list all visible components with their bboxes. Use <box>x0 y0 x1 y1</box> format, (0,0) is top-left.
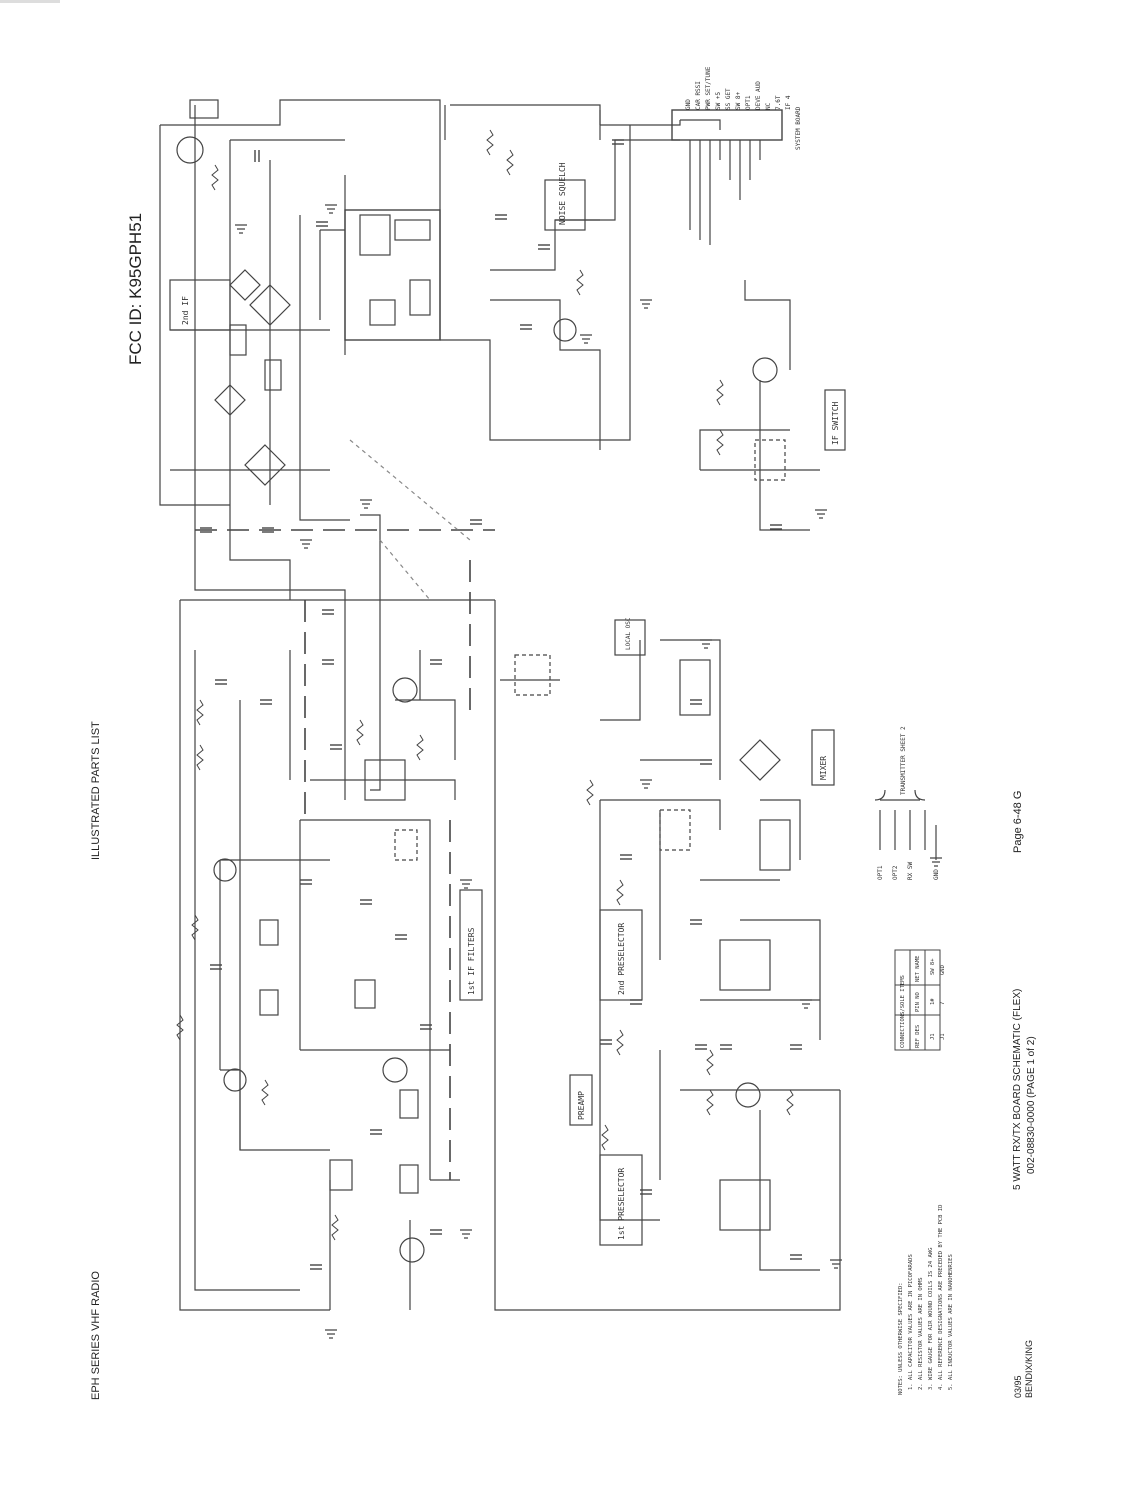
j2-pin-10: IF 4 <box>785 95 792 110</box>
j2-pin-7: DEVE AUD <box>755 81 762 110</box>
table-cell-1-0: J1 <box>940 1033 946 1040</box>
note-4: 4. ALL REFERENCE DESIGNATIONS ARE PRECED… <box>938 1205 944 1390</box>
note-5: 5. ALL INDUCTOR VALUES ARE IN NANOHENRIE… <box>948 1254 954 1390</box>
second-preselector-box <box>599 909 643 1001</box>
scan-artifact <box>0 0 60 3</box>
j2-pin-6: OPT1 <box>745 95 752 110</box>
dotted-shield <box>349 439 471 601</box>
table-header-0: REF DES <box>915 1025 921 1048</box>
j2-pin-0: GND <box>685 99 692 110</box>
mixer-box <box>811 729 835 786</box>
opt-label-0: OPT1 <box>877 865 884 880</box>
table-title: CONNECTIONS/SOLE ITEMS <box>900 975 906 1048</box>
squelch-box <box>544 179 586 231</box>
j2-pin-5: SW 8+ <box>735 92 742 110</box>
label-second-if: 2nd IF <box>181 296 190 325</box>
label-first-if-filters: 1st IF FILTERS <box>467 927 476 995</box>
j2-pin-1: CAR RSSI <box>695 81 702 110</box>
opt-label-3: GND <box>933 869 940 880</box>
if-filter-blocks <box>259 829 419 1194</box>
label-first-preselector: 1st PRESELECTOR <box>617 1168 626 1240</box>
note-2: 2. ALL RESISTOR VALUES ARE IN OHMS <box>918 1277 924 1390</box>
j2-pin-labels: GND CAR RSSI PWR SET/TUNE SW +5 SS GET S… <box>685 66 792 110</box>
j2-pin-4: SS GET <box>725 88 732 110</box>
jumper-box <box>189 99 219 119</box>
block-labels: 2nd IF NOISE SQUELCH IF SWITCH 1st IF FI… <box>181 106 907 1240</box>
if-ic <box>344 209 441 341</box>
j2-pin-3: SW +5 <box>715 92 722 110</box>
label-squelch: NOISE SQUELCH <box>558 162 567 225</box>
opt-labels: OPT1 OPT2 RX SW GND <box>877 862 940 880</box>
label-second-preselector: 2nd PRESELECTOR <box>617 923 626 995</box>
label-if-switch: IF SWITCH <box>831 401 840 445</box>
j2-pin-9: 7.6T <box>775 95 782 110</box>
table-cell-1-2: GND <box>940 965 946 975</box>
block-boxes <box>169 99 846 1246</box>
opt-lines <box>874 789 937 860</box>
notes-heading: NOTES: UNLESS OTHERWISE SPECIFIED: <box>898 1282 904 1395</box>
preamp-box <box>569 1074 593 1126</box>
ground-symbols <box>235 204 942 1339</box>
crystal-filters <box>214 269 291 486</box>
first-if-filters-box <box>459 889 483 1001</box>
shield-lines <box>195 529 495 1180</box>
table-header-2: NET NAME <box>915 956 921 983</box>
table-cell-0-2: SW 8+ <box>930 958 936 975</box>
j2-pin-8: NC <box>765 102 772 110</box>
j2-connector <box>671 109 783 245</box>
second-if-box <box>169 279 231 331</box>
wiring <box>159 99 841 1311</box>
label-local-osc: LOCAL OSC <box>625 617 632 650</box>
opt-label-1: OPT2 <box>892 865 899 880</box>
label-preamp: PREAMP <box>577 1091 586 1120</box>
label-mixer: MIXER <box>819 756 828 780</box>
connection-table-grid <box>894 949 941 1051</box>
label-transmitter-sheet: TRANSMITTER SHEET 2 <box>900 726 907 795</box>
label-system-board: SYSTEM BOARD <box>795 106 802 150</box>
first-preselector-box <box>599 1154 643 1246</box>
table-cell-1-1: 7 <box>940 1002 946 1005</box>
j2-pin-2: PWR SET/TUNE <box>705 66 712 110</box>
if-switch-box <box>824 389 846 451</box>
transistors <box>176 136 778 1263</box>
transformers <box>364 439 791 871</box>
resistors <box>176 129 794 1241</box>
opt-label-2: RX SW <box>907 862 914 880</box>
table-cell-0-1: 1# <box>930 998 936 1005</box>
table-cell-0-0: J1 <box>930 1033 936 1040</box>
note-3: 3. WIRE GAUGE FOR AIR WOUND COILS IS 24 … <box>928 1248 934 1390</box>
table-header-1: PIN NO <box>915 992 921 1012</box>
preselector-coils <box>719 739 781 1231</box>
note-1: 1. ALL CAPACITOR VALUES ARE IN PICOFARAD… <box>908 1254 914 1390</box>
connection-table: CONNECTIONS/SOLE ITEMS REF DES PIN NO NE… <box>900 956 946 1049</box>
notes: NOTES: UNLESS OTHERWISE SPECIFIED: 1. AL… <box>898 1205 954 1395</box>
capacitors <box>200 139 802 1270</box>
